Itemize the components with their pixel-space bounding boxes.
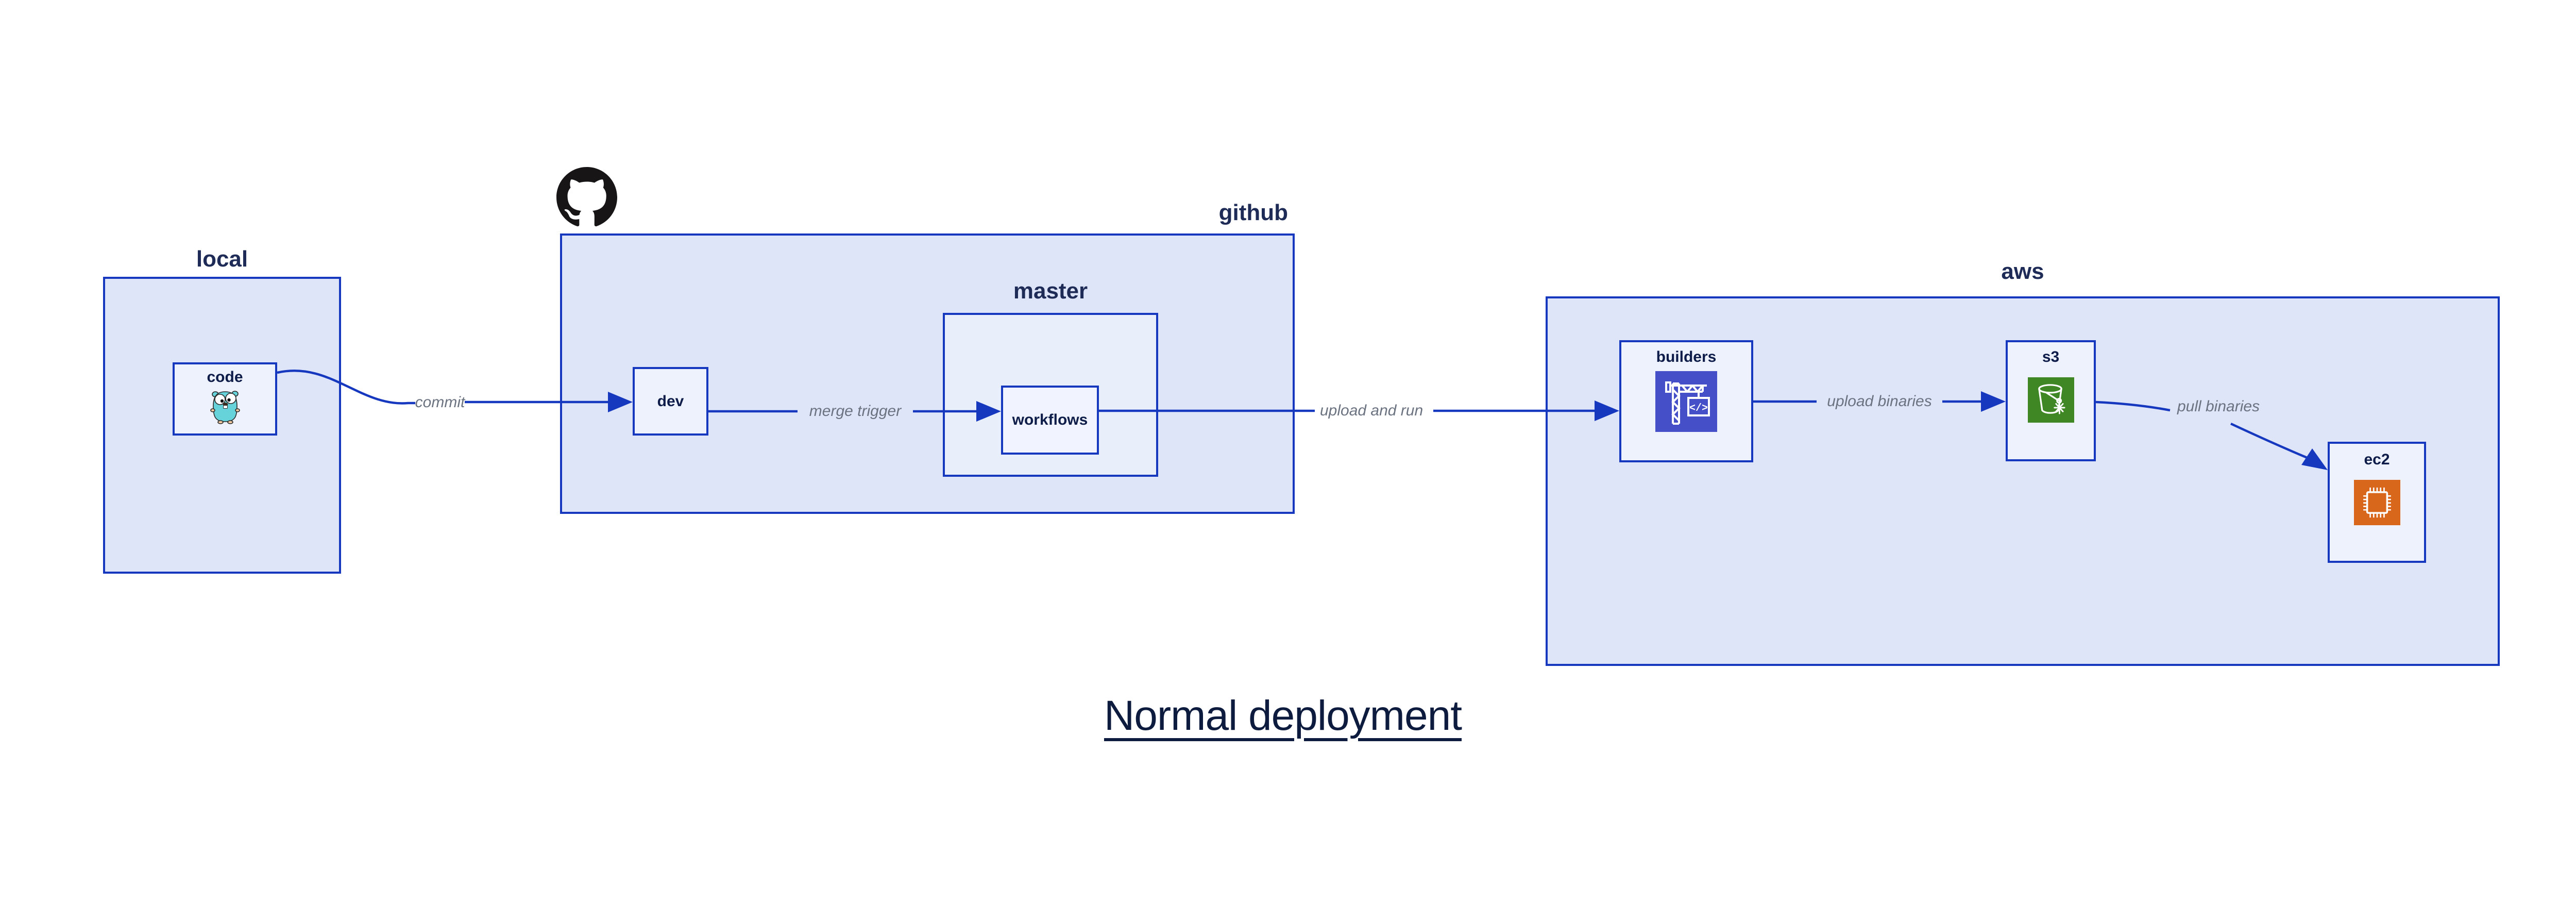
dev-node-label: dev [657, 392, 684, 410]
ec2-node-box: ec2 [2328, 442, 2426, 563]
dev-node-box: dev [633, 367, 708, 436]
workflows-node-box: workflows [1001, 386, 1099, 455]
edge-pull-binaries-label: pull binaries [2177, 398, 2260, 415]
s3-node-label: s3 [2042, 348, 2060, 365]
builders-node-box: builders </> [1619, 340, 1753, 462]
edge-commit-label: commit [415, 394, 465, 411]
workflows-node-label: workflows [1012, 411, 1088, 428]
codebuild-icon-glyph: </> [1689, 403, 1708, 414]
go-gopher-icon [207, 389, 243, 424]
master-container-label: master [1013, 278, 1088, 304]
github-container-label: github [1218, 200, 1288, 225]
code-node-box: code [173, 362, 277, 436]
edge-upload-and-run-label: upload and run [1320, 402, 1423, 419]
s3-bucket-snowflake-icon [2027, 377, 2074, 423]
code-node-label: code [207, 369, 243, 386]
local-container-label: local [196, 246, 248, 272]
aws-container-label: aws [2001, 259, 2044, 284]
github-logo-icon [556, 167, 617, 228]
builders-node-label: builders [1656, 348, 1717, 365]
diagram-title: Normal deployment [1104, 692, 1462, 739]
edge-upload-binaries-label: upload binaries [1827, 393, 1932, 410]
ec2-chip-icon [2353, 480, 2400, 525]
codebuild-crane-icon: </> [1655, 371, 1717, 432]
edge-merge-trigger-label: merge trigger [809, 403, 902, 420]
s3-node-box: s3 [2006, 340, 2096, 461]
ec2-node-label: ec2 [2364, 451, 2390, 468]
